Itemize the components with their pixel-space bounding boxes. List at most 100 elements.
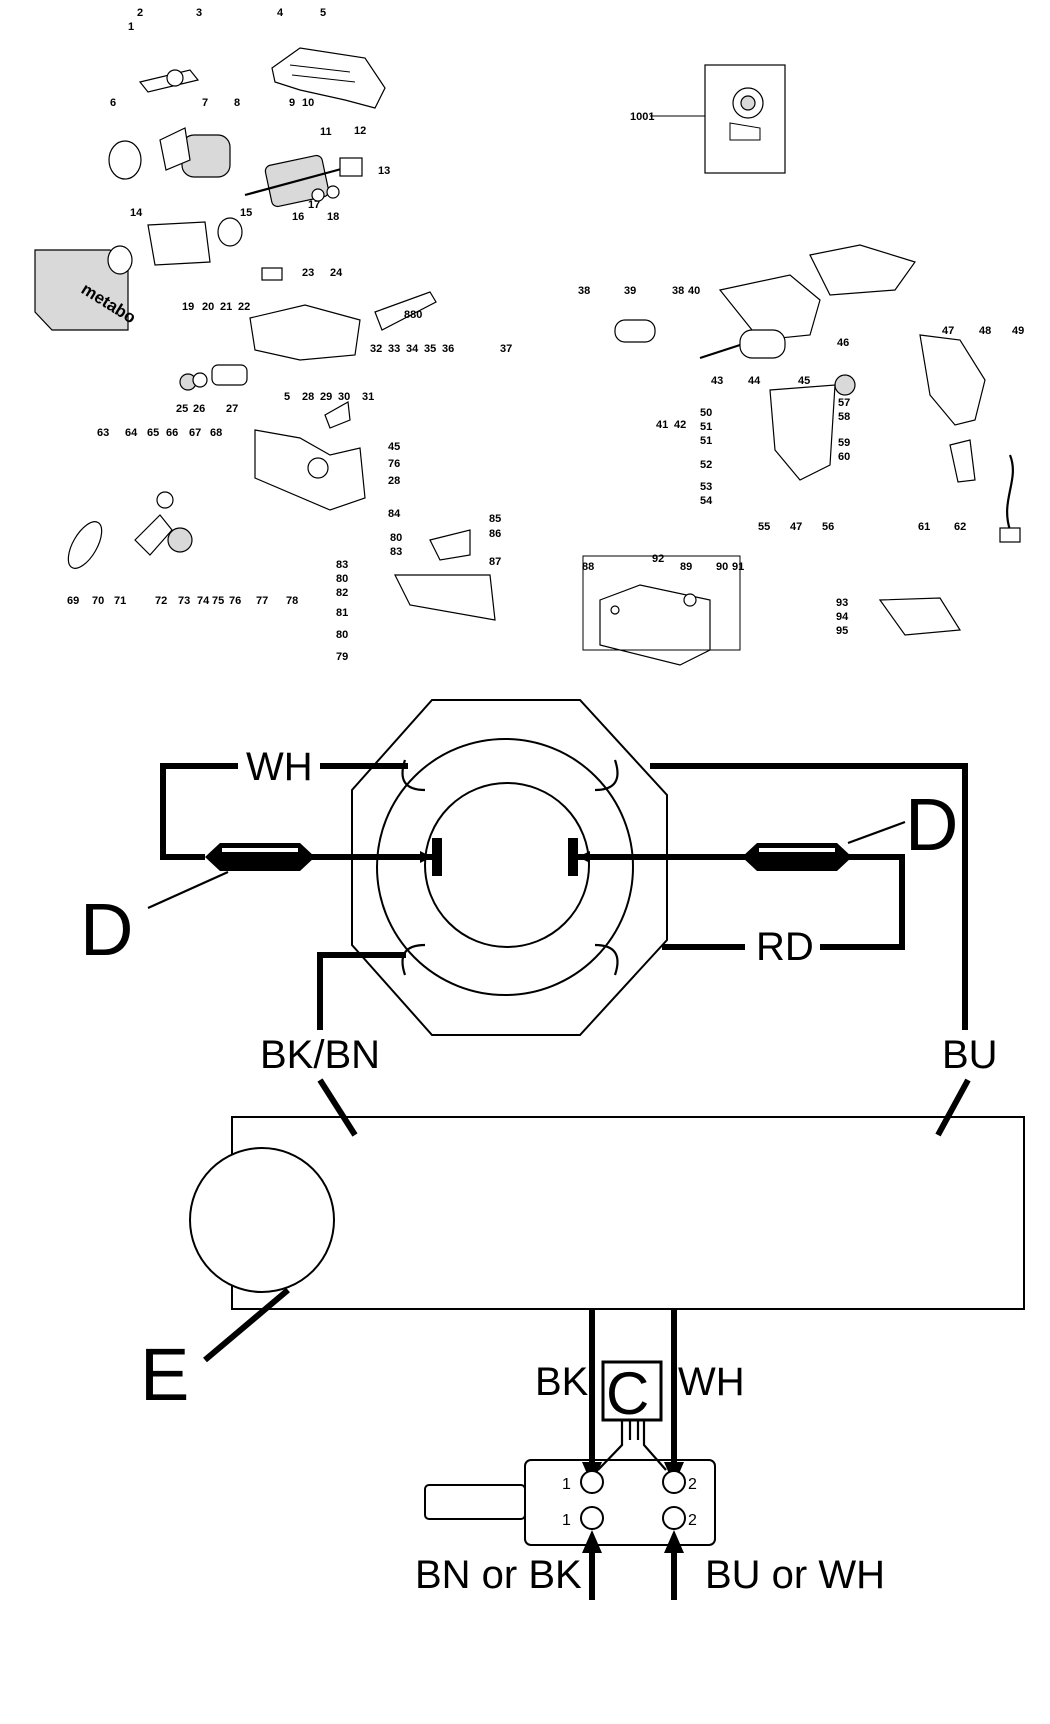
pn-11: 11 <box>320 126 332 138</box>
drive-shaft <box>138 69 200 93</box>
belt-cover <box>134 514 173 556</box>
pn-75: 75 <box>212 595 224 607</box>
wire-wh-top <box>160 763 408 860</box>
tube-label: 880 <box>404 309 422 321</box>
pn-76: 76 <box>229 595 241 607</box>
label-bk-switch: BK <box>535 1360 589 1404</box>
pn-38b: 38 <box>672 285 684 297</box>
motor-box <box>231 1116 1025 1310</box>
label-term-2-bottom: 2 <box>688 1512 697 1529</box>
pn-80c: 80 <box>336 629 348 641</box>
pn-6: 6 <box>110 97 116 109</box>
exploded-view: metabo <box>34 7 1024 666</box>
pn-28b: 28 <box>388 475 400 487</box>
washer-18 <box>326 185 340 199</box>
gear-26 <box>192 372 208 388</box>
stator <box>351 699 668 1036</box>
lead-d-left <box>147 870 229 910</box>
pn-92: 92 <box>652 553 664 565</box>
wire-bu <box>650 763 968 1030</box>
pn-79: 79 <box>336 651 348 663</box>
label-supply-right: BU or WH <box>705 1553 885 1597</box>
pn-73: 73 <box>178 595 190 607</box>
pn-22: 22 <box>238 301 250 313</box>
brush-holder <box>339 157 363 177</box>
pn-1: 1 <box>128 21 134 33</box>
pn-39: 39 <box>624 285 636 297</box>
pulley-73 <box>167 527 193 553</box>
sleeve-6 <box>108 140 142 180</box>
pn-51b: 51 <box>700 435 712 447</box>
pn-16: 16 <box>292 211 304 223</box>
arrow-supply-right <box>664 1530 684 1553</box>
label-c: C <box>606 1360 649 1427</box>
pn-60: 60 <box>838 451 850 463</box>
pn-14: 14 <box>130 207 143 219</box>
cap-lead-right <box>642 1420 667 1471</box>
pn-54: 54 <box>700 495 713 507</box>
grease-tube: 880 <box>374 291 437 331</box>
label-d-left: D <box>80 888 133 971</box>
cap-leads-mid <box>628 1420 640 1440</box>
pn-30: 30 <box>338 391 350 403</box>
pn-32: 32 <box>370 343 382 355</box>
pn-47b: 47 <box>790 521 802 533</box>
pn-64: 64 <box>125 427 138 439</box>
pn-76b: 76 <box>388 458 400 470</box>
pn-50: 50 <box>700 407 712 419</box>
pn-25: 25 <box>176 403 188 415</box>
connector-right <box>742 843 852 871</box>
label-wh-switch: WH <box>678 1360 745 1404</box>
pn-8: 8 <box>234 97 240 109</box>
pn-66: 66 <box>166 427 178 439</box>
base-plate <box>599 584 711 666</box>
pn-93: 93 <box>836 597 848 609</box>
terminal-1-bottom <box>580 1506 604 1530</box>
arrow-left-brush <box>420 851 432 863</box>
pn-70: 70 <box>92 595 104 607</box>
arrow-right-brush <box>578 851 590 863</box>
lead-bk-bn-box <box>317 1078 358 1137</box>
pn-83: 83 <box>390 546 402 558</box>
label-93 <box>878 597 962 636</box>
base-plate-frame <box>582 555 741 651</box>
pn-23: 23 <box>302 267 314 279</box>
pn-12: 12 <box>354 125 366 137</box>
terminal-2-top <box>662 1470 686 1494</box>
pn-87: 87 <box>489 556 501 568</box>
cover-plate <box>147 221 211 266</box>
pn-80b: 80 <box>336 573 348 585</box>
pn-81: 81 <box>336 607 348 619</box>
wire-rd <box>815 854 905 950</box>
arrow-supply-left <box>582 1530 602 1553</box>
pn-63: 63 <box>97 427 109 439</box>
terminal-1-top <box>580 1470 604 1494</box>
pn-85: 85 <box>489 513 501 525</box>
wire-bk-bn <box>317 952 406 1030</box>
pn-2: 2 <box>137 7 143 19</box>
pn-26: 26 <box>193 403 205 415</box>
label-term-2-top: 2 <box>688 1476 697 1493</box>
pn-77: 77 <box>256 595 268 607</box>
pn-34: 34 <box>406 343 419 355</box>
wheel-46 <box>834 374 856 396</box>
pn-47: 47 <box>942 325 954 337</box>
plug-49 <box>999 527 1021 543</box>
label-rd: RD <box>756 925 814 969</box>
clamp-30 <box>324 401 351 429</box>
pn-55: 55 <box>758 521 770 533</box>
pn-24: 24 <box>330 267 343 279</box>
pn-74: 74 <box>197 595 210 607</box>
pn-95: 95 <box>836 625 848 637</box>
pn-18: 18 <box>327 211 339 223</box>
pn-38: 38 <box>578 285 590 297</box>
lead-bu-box <box>935 1078 971 1137</box>
pn-91: 91 <box>732 561 744 573</box>
pn-35: 35 <box>424 343 436 355</box>
pn-53: 53 <box>700 481 712 493</box>
fence <box>394 574 496 621</box>
armature <box>244 154 346 208</box>
pn-43: 43 <box>711 375 723 387</box>
gear-27 <box>211 364 248 386</box>
